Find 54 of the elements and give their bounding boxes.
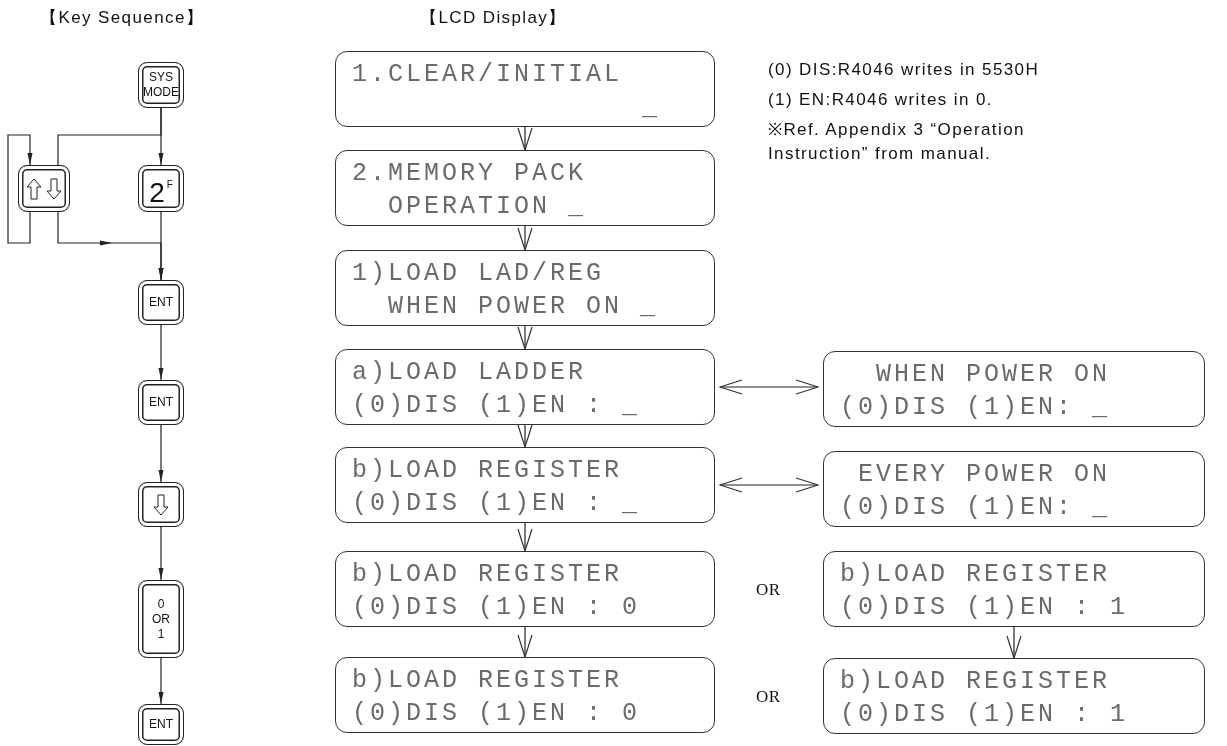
lcd-screen — [335, 551, 715, 627]
lcd-text-line: WHEN POWER ON _ — [387, 291, 660, 323]
lcd-text-line: _ — [641, 92, 661, 124]
keypad-key — [138, 380, 184, 425]
keypad-key — [138, 165, 184, 212]
lcd-text-line: a)LOAD LADDER — [352, 357, 588, 389]
lcd-text-line: (0)DIS (1)EN : _ — [352, 488, 642, 520]
lcd-screen — [335, 447, 715, 523]
lcd-screen — [335, 51, 715, 127]
lcd-screen — [335, 150, 715, 226]
lcd-text-line: b)LOAD REGISTER — [840, 559, 1112, 591]
lcd-text-line: (0)DIS (1)EN : 1 — [840, 699, 1130, 731]
note-text: (1) EN:R4046 writes in 0. — [768, 89, 994, 111]
lcd-screen — [335, 657, 715, 733]
key-label: SYS MODE — [143, 70, 179, 100]
lcd-text-line: (0)DIS (1)EN: _ — [840, 492, 1112, 524]
lcd-screen — [823, 551, 1205, 627]
lcd-screen — [335, 349, 715, 425]
keypad-key — [138, 704, 184, 745]
lcd-text-line: 1)LOAD LAD/REG — [352, 258, 606, 290]
lcd-text-line: WHEN POWER ON — [875, 359, 1112, 391]
lcd-text-line: (0)DIS (1)EN : 0 — [352, 592, 642, 624]
lcd-text-line: OPERATION _ — [387, 191, 588, 223]
lcd-text-line: 2.MEMORY PACK — [352, 158, 588, 190]
lcd-text-line: b)LOAD REGISTER — [352, 665, 624, 697]
key-label: ENT — [149, 395, 173, 410]
lcd-text-line: (0)DIS (1)EN : 0 — [352, 698, 642, 730]
keypad-key — [18, 165, 70, 212]
key-label: 2$^{F}$ — [149, 175, 173, 208]
lcd-text-line: (0)DIS (1)EN : _ — [352, 390, 642, 422]
keypad-key — [138, 482, 184, 527]
or-label: OR — [756, 686, 781, 708]
lcd-screen — [823, 451, 1205, 527]
keypad-key — [138, 62, 184, 108]
key-label: ENT — [149, 717, 173, 732]
section-heading: 【Key Sequence】 — [40, 7, 205, 29]
lcd-text-line: b)LOAD REGISTER — [840, 666, 1112, 698]
key-label: 0 OR 1 — [152, 596, 170, 642]
lcd-text-line: b)LOAD REGISTER — [352, 559, 624, 591]
lcd-text-line: 1.CLEAR/INITIAL — [352, 59, 624, 91]
lcd-screen — [335, 250, 715, 326]
lcd-text-line: b)LOAD REGISTER — [352, 455, 624, 487]
keypad-key — [138, 280, 184, 325]
lcd-text-line: (0)DIS (1)EN: _ — [840, 392, 1112, 424]
note-text: ※Ref. Appendix 3 “Operation Instruction” from manual. — [768, 119, 1026, 165]
lcd-screen — [823, 351, 1205, 427]
keypad-key — [138, 580, 184, 658]
key-label: ENT — [149, 295, 173, 310]
or-label: OR — [756, 579, 781, 601]
section-heading: 【LCD Display】 — [420, 7, 567, 29]
lcd-text-line: EVERY POWER ON — [857, 459, 1112, 491]
note-text: (0) DIS:R4046 writes in 5530H — [768, 59, 1041, 81]
lcd-screen — [823, 658, 1205, 734]
lcd-text-line: (0)DIS (1)EN : 1 — [840, 592, 1130, 624]
